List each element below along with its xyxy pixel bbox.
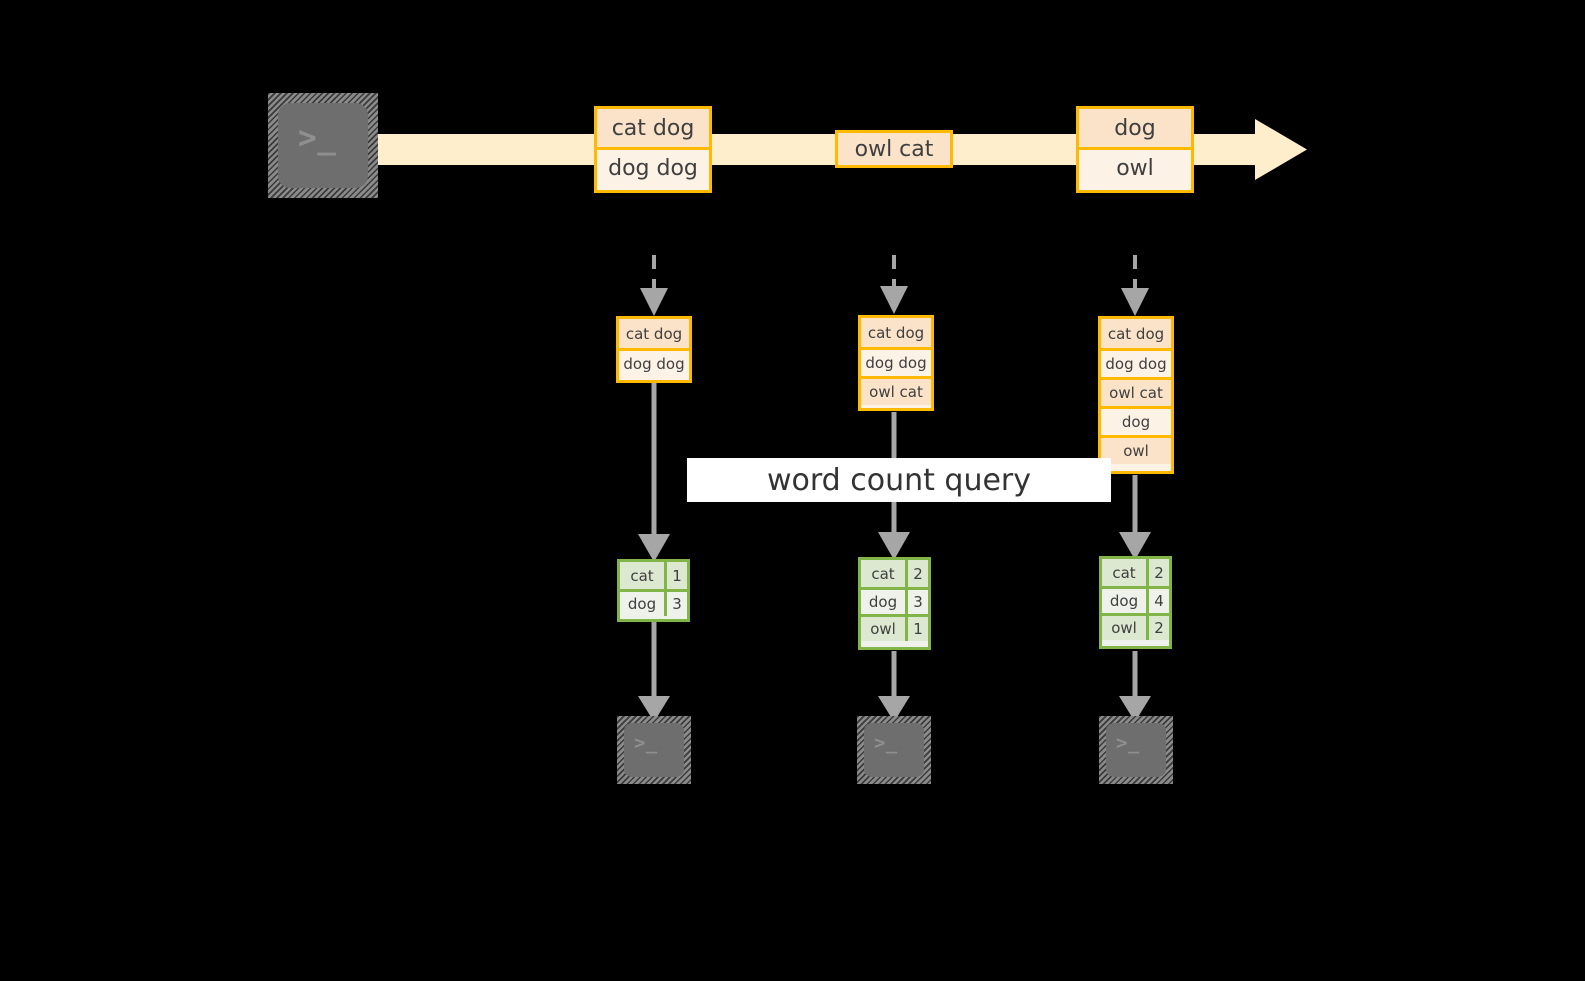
stream-record-line: cat dog xyxy=(597,109,709,147)
table-cell-word: cat xyxy=(861,560,905,587)
table-cell-word: dog xyxy=(620,592,664,616)
output-flow-arrows xyxy=(651,622,1138,700)
arrowhead-output-3 xyxy=(1119,696,1151,722)
table-row: cat 1 xyxy=(620,562,687,589)
arrowhead-query-3 xyxy=(1119,532,1151,560)
arrowhead-tap-3 xyxy=(1121,288,1149,316)
snapshot-input-line: dog dog xyxy=(861,347,931,376)
query-flow-arrowheads xyxy=(638,532,1151,562)
table-row: cat 2 xyxy=(861,560,928,587)
arrowhead-output-2 xyxy=(878,696,910,722)
stream-record-line: dog dog xyxy=(597,147,709,187)
snapshot-input-line: cat dog xyxy=(619,319,689,348)
snapshot-2-result-table[interactable]: cat 2 dog 3 owl 1 xyxy=(858,557,931,650)
query-label: word count query xyxy=(687,458,1111,502)
terminal-face xyxy=(864,723,924,777)
snapshot-input-line: dog dog xyxy=(1101,348,1171,377)
snapshot-1-result-table[interactable]: cat 1 dog 3 xyxy=(617,559,690,622)
table-cell-word: cat xyxy=(1102,559,1146,586)
snapshot-3-result-table[interactable]: cat 2 dog 4 owl 2 xyxy=(1099,556,1172,649)
terminal-prompt-glyph: >_ xyxy=(298,120,337,156)
output-flow-arrowheads xyxy=(638,696,1151,722)
terminal-face xyxy=(1106,723,1166,777)
producer-terminal-icon[interactable]: >_ xyxy=(268,93,378,198)
table-cell-count: 1 xyxy=(664,562,687,589)
table-cell-word: dog xyxy=(861,590,905,614)
terminal-prompt-glyph: >_ xyxy=(634,732,658,754)
snapshot-1-input-stack[interactable]: cat dog dog dog xyxy=(616,316,692,383)
snapshot-2-input-stack[interactable]: cat dog dog dog owl cat xyxy=(858,315,934,411)
table-cell-count: 2 xyxy=(1146,616,1169,640)
arrowhead-tap-2 xyxy=(880,286,908,314)
arrowhead-query-1 xyxy=(638,534,670,562)
snapshot-input-line: owl cat xyxy=(1101,377,1171,406)
snapshot-2-consumer-terminal-icon[interactable]: >_ xyxy=(857,716,931,784)
table-cell-count: 4 xyxy=(1146,589,1169,613)
snapshot-input-line: cat dog xyxy=(1101,319,1171,348)
table-row: dog 3 xyxy=(620,589,687,616)
stream-record-group-2[interactable]: owl cat xyxy=(835,130,953,168)
snapshot-input-line: dog xyxy=(1101,406,1171,435)
arrowhead-query-2 xyxy=(878,532,910,560)
stream-record-group-1[interactable]: cat dog dog dog xyxy=(594,106,712,193)
terminal-face xyxy=(278,103,368,188)
stream-record-line: owl cat xyxy=(838,133,950,165)
snapshot-input-line: dog dog xyxy=(619,348,689,377)
table-cell-count: 3 xyxy=(905,590,928,614)
table-cell-word: dog xyxy=(1102,589,1146,613)
terminal-face xyxy=(624,723,684,777)
table-row: owl 2 xyxy=(1102,613,1169,640)
snapshot-input-line: owl xyxy=(1101,435,1171,464)
table-cell-count: 2 xyxy=(905,560,928,587)
snapshot-input-line: cat dog xyxy=(861,318,931,347)
terminal-prompt-glyph: >_ xyxy=(874,732,898,754)
stream-record-line: owl xyxy=(1079,147,1191,187)
snapshot-1-consumer-terminal-icon[interactable]: >_ xyxy=(617,716,691,784)
dashed-tap-arrowheads xyxy=(640,286,1149,316)
arrowhead-output-1 xyxy=(638,696,670,722)
dashed-tap-arrows xyxy=(652,255,1137,292)
snapshot-input-line: owl cat xyxy=(861,376,931,405)
table-cell-count: 2 xyxy=(1146,559,1169,586)
table-cell-count: 1 xyxy=(905,617,928,641)
table-cell-word: owl xyxy=(1102,616,1146,640)
arrowhead-tap-1 xyxy=(640,288,668,316)
table-cell-word: owl xyxy=(861,617,905,641)
table-row: dog 3 xyxy=(861,587,928,614)
table-row: owl 1 xyxy=(861,614,928,641)
terminal-prompt-glyph: >_ xyxy=(1116,732,1140,754)
table-cell-word: cat xyxy=(620,562,664,589)
stream-record-group-3[interactable]: dog owl xyxy=(1076,106,1194,193)
snapshot-3-consumer-terminal-icon[interactable]: >_ xyxy=(1099,716,1173,784)
table-cell-count: 3 xyxy=(664,592,687,616)
stream-record-line: dog xyxy=(1079,109,1191,147)
table-row: cat 2 xyxy=(1102,559,1169,586)
snapshot-3-input-stack[interactable]: cat dog dog dog owl cat dog owl xyxy=(1098,316,1174,474)
table-row: dog 4 xyxy=(1102,586,1169,613)
